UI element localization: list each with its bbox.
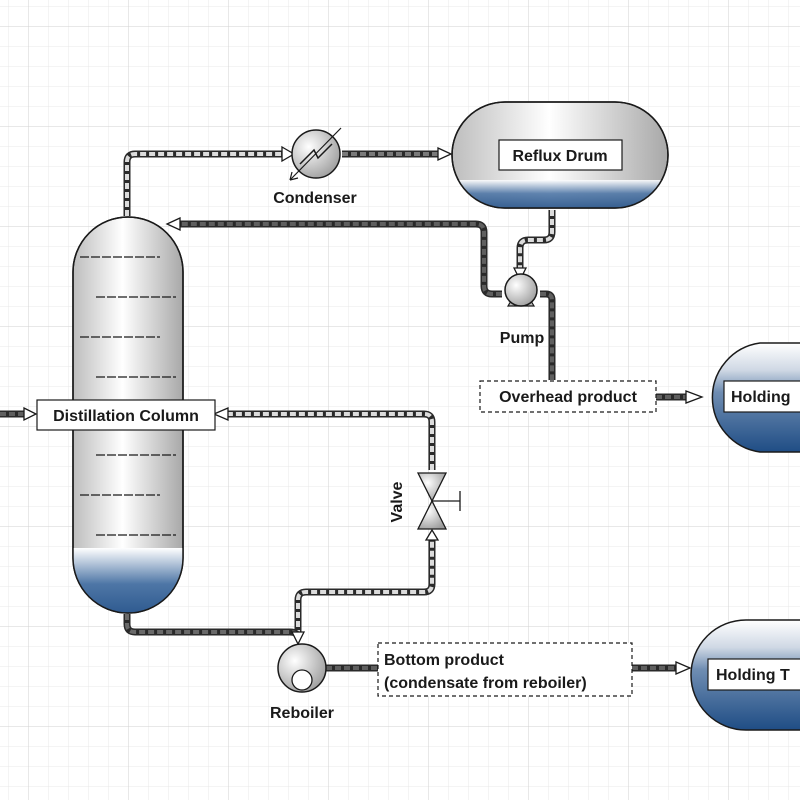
arrow-into-reboiler	[290, 631, 306, 646]
condenser-diagonal-icon	[289, 127, 342, 181]
arrow-into-column-side	[212, 407, 229, 421]
pipes	[0, 150, 686, 672]
arrow-into-holding-tank-bottom	[675, 661, 692, 675]
holding-tank-bottom-label: Holding T	[716, 667, 790, 684]
holding-tank-bottom[interactable]	[690, 619, 800, 731]
reboiler[interactable]	[277, 643, 327, 693]
pipe-reflux-to-column[interactable]	[178, 220, 502, 298]
reflux-drum[interactable]	[440, 101, 680, 210]
overhead-product-label: Overhead product	[499, 389, 637, 406]
holding-tank-top[interactable]	[711, 342, 800, 453]
column-trays	[80, 256, 176, 536]
reboiler-label: Reboiler	[270, 705, 334, 722]
arrow-into-drum	[437, 146, 453, 162]
arrow-into-condenser	[281, 145, 296, 163]
overhead-product-box[interactable]	[479, 380, 657, 413]
pipe-reboiler-to-valve[interactable]	[294, 540, 436, 636]
arrow-into-column-top	[165, 216, 181, 232]
valve[interactable]	[416, 472, 461, 530]
pipe-drum-to-pump[interactable]	[516, 210, 556, 270]
bottom-product-box[interactable]	[377, 642, 633, 697]
bottom-product-label-line1: Bottom product	[384, 652, 505, 669]
pump[interactable]	[504, 273, 538, 307]
arrow-into-valve	[424, 528, 440, 541]
reflux-drum-label: Reflux Drum	[512, 148, 607, 165]
condenser[interactable]	[289, 127, 342, 181]
valve-label: Valve	[389, 481, 406, 522]
arrow-feed	[23, 406, 38, 422]
pipe-pump-to-overhead[interactable]	[540, 290, 556, 380]
pipe-column-to-condenser[interactable]	[123, 150, 282, 216]
arrow-into-holding-tank-top	[685, 390, 704, 404]
condenser-label: Condenser	[273, 190, 357, 207]
pipe-valve-to-column[interactable]	[226, 410, 436, 470]
bottom-product-label-line2: (condensate from reboiler)	[384, 675, 587, 692]
distillation-column[interactable]	[36, 216, 216, 628]
holding-tank-top-label: Holding	[731, 389, 791, 406]
pump-label: Pump	[500, 330, 545, 347]
distillation-column-label: Distillation Column	[53, 408, 199, 425]
